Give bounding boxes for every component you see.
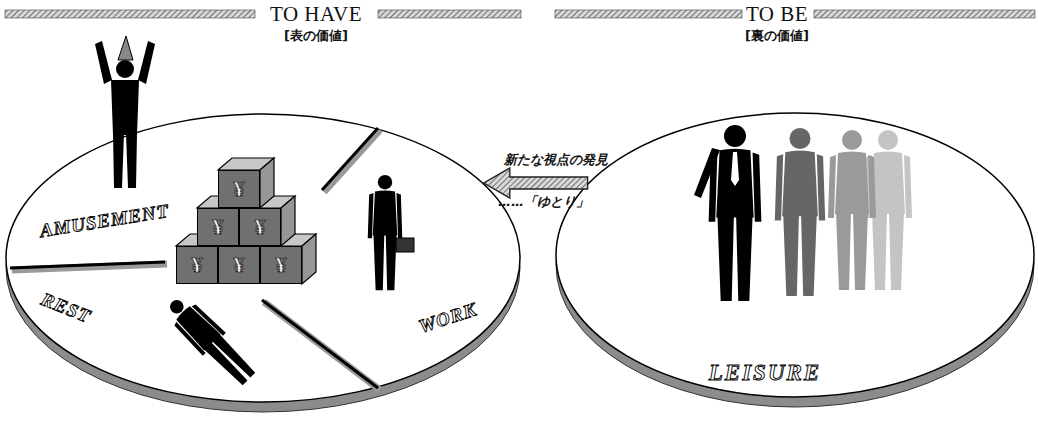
arrow-label: 新たな視点の発見 [504,151,608,169]
yen-cube: ¥ [197,208,239,246]
disc-label: LEISURE [665,360,865,386]
value-disc: TO BE[裏の価値]LEISURE [555,112,1035,398]
figure-arm [95,41,112,84]
disc-top [6,114,520,402]
heading-bar [555,10,742,18]
yen-sign: ¥ [192,252,203,278]
block-arrow [484,168,588,198]
yen-cube: ¥ [239,208,281,246]
figure-arm [138,41,155,84]
yen-cube: ¥ [218,170,260,208]
yen-cube: ¥ [260,246,302,284]
disc-heading: TO BE [677,2,877,27]
disc-heading: TO HAVE [216,2,416,27]
yen-cube: ¥ [176,246,218,284]
yen-sign: ¥ [234,252,245,278]
heading-bar [378,10,521,18]
figure-body [111,80,139,135]
value-disc: TO HAVE[表の価値]AMUSEMENTRESTWORK¥¥¥¥¥¥ [5,113,521,403]
yen-cube: ¥ [218,246,260,284]
figure-head [116,60,134,78]
disc-subheading: [裏の価値] [677,27,877,45]
heading-bar [814,10,1035,18]
yen-sign: ¥ [255,214,266,240]
disc-subheading: [表の価値] [216,27,416,45]
party-hat [118,36,133,60]
yen-sign: ¥ [213,214,224,240]
disc-top [556,113,1034,397]
yen-sign: ¥ [234,176,245,202]
heading-bar [5,10,255,18]
note-label: ……「ゆとり」 [498,193,589,211]
yen-sign: ¥ [276,252,287,278]
